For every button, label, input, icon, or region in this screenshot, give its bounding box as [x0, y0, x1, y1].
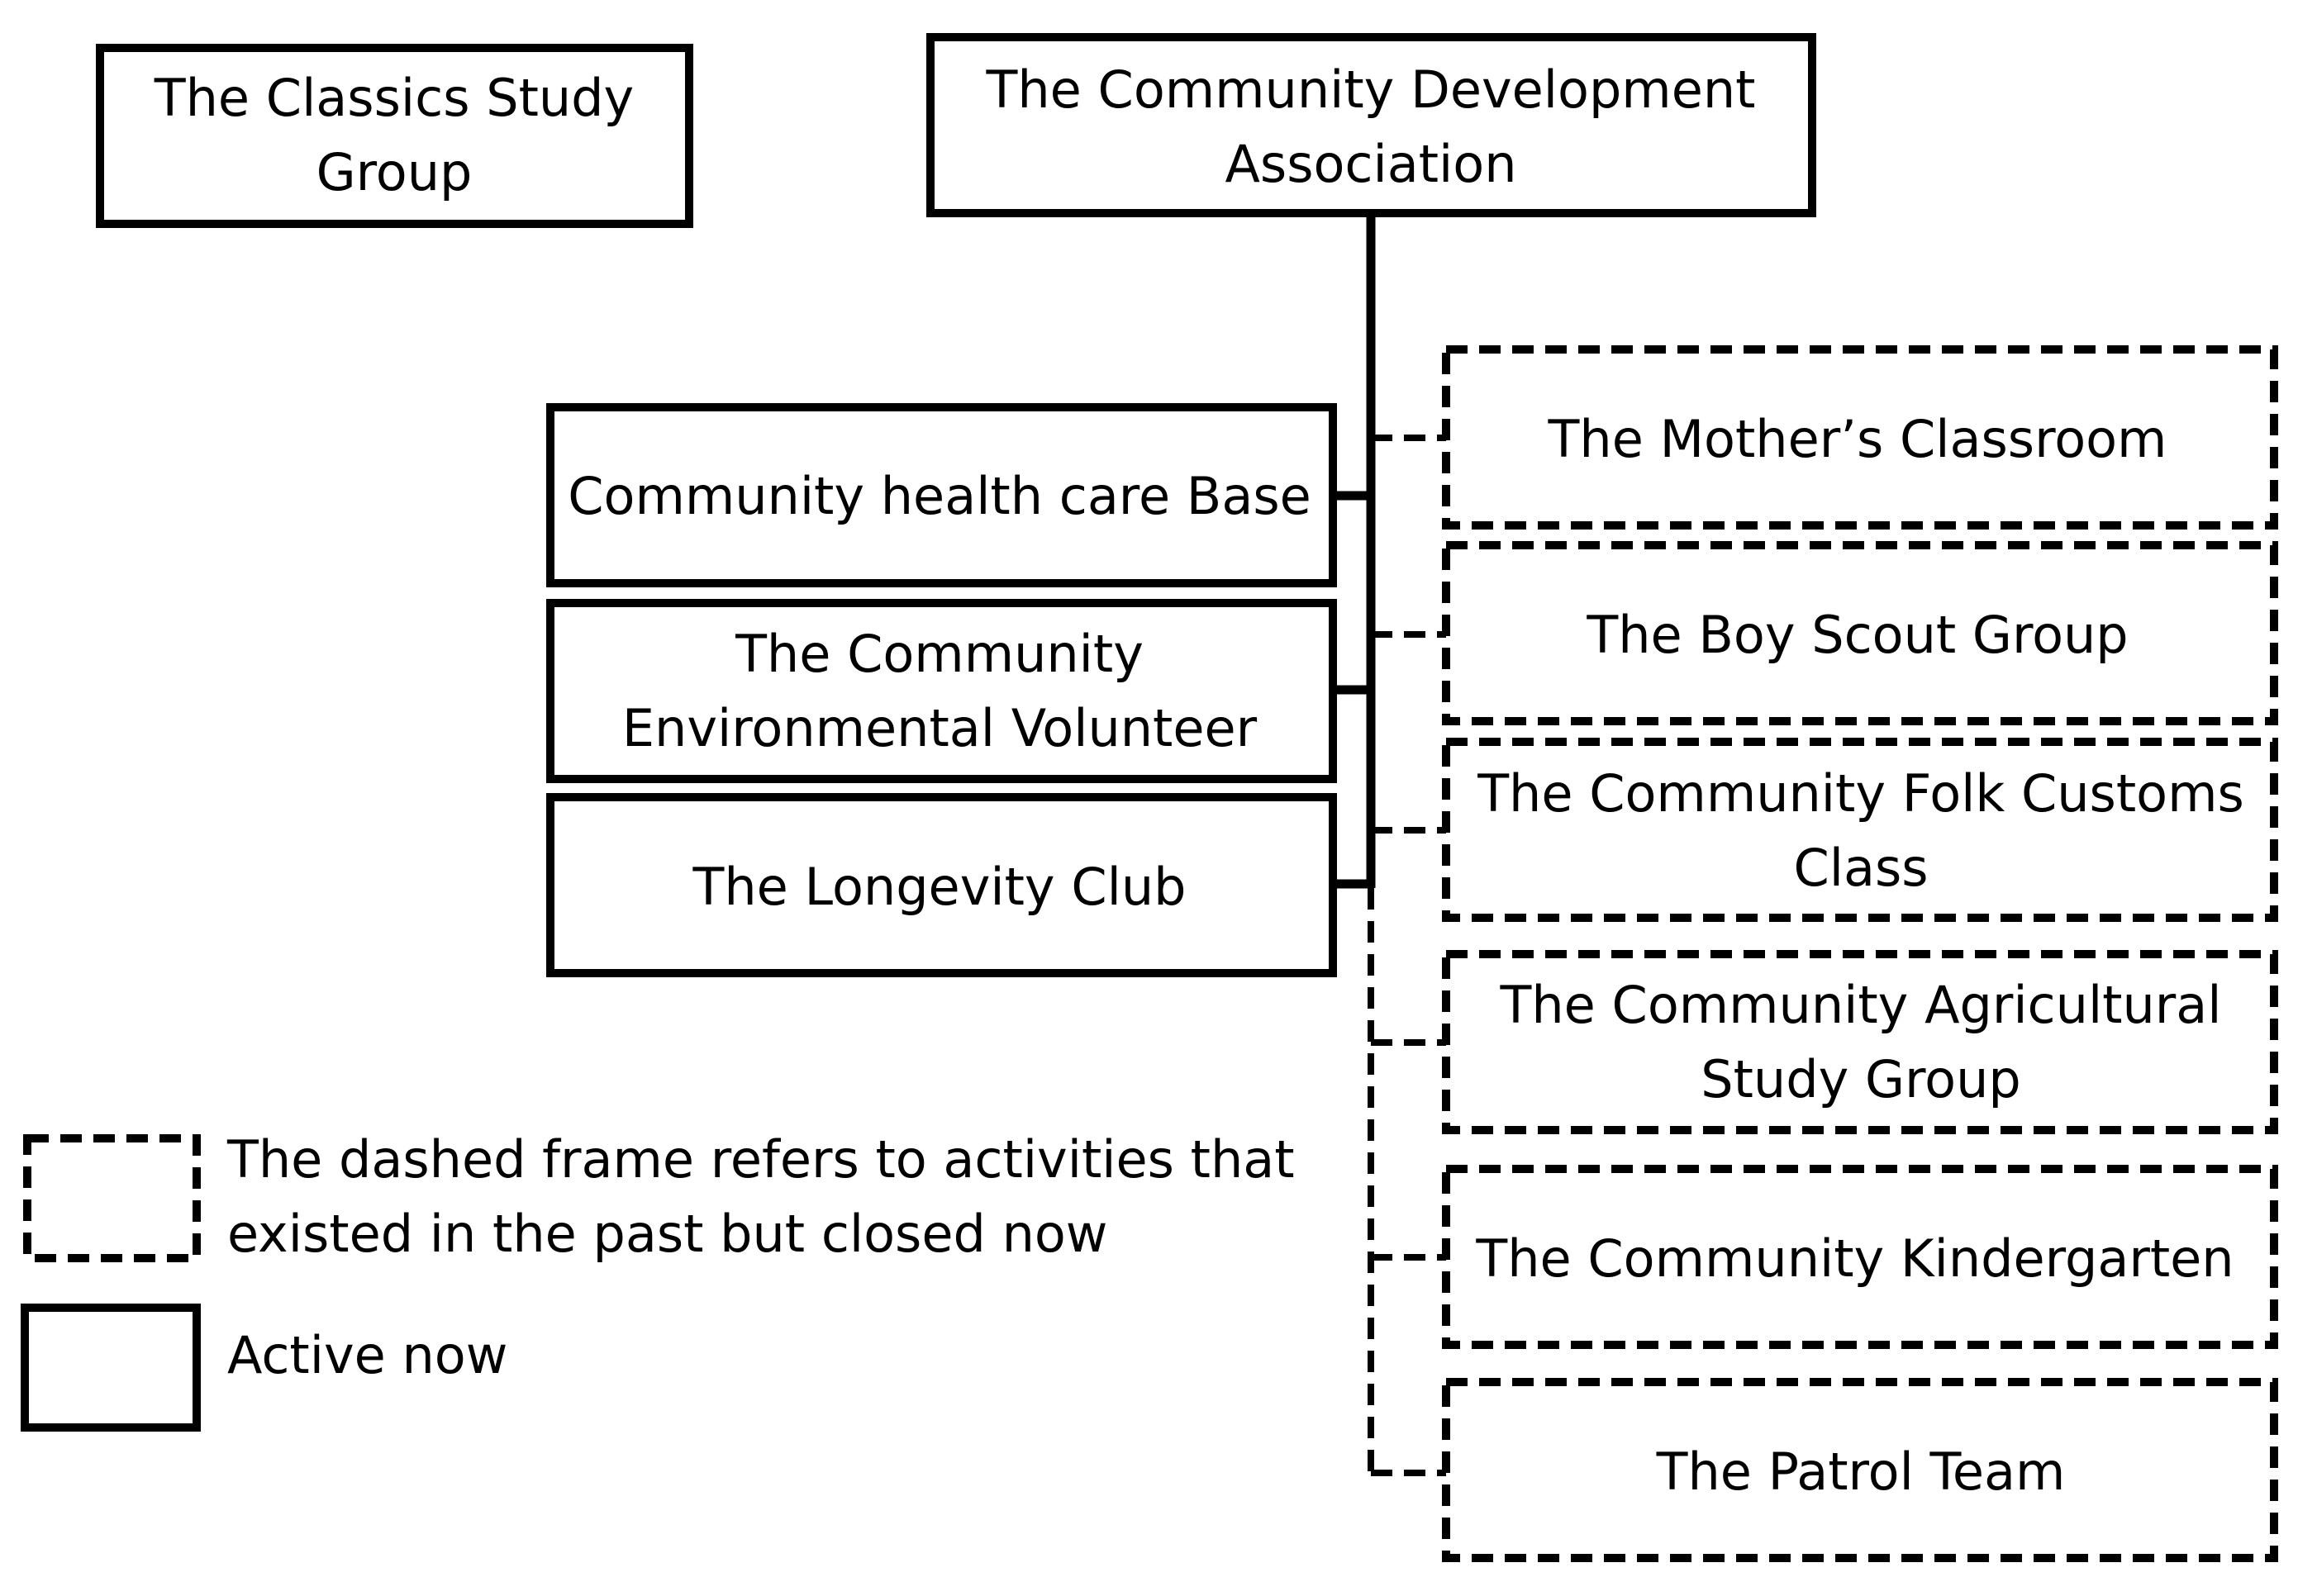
box-label-line: Study Group [1701, 1049, 2020, 1109]
box-boy-scout-group: The Boy Scout Group [1442, 541, 2278, 725]
box-label-line: The Community Agricultural [1500, 975, 2222, 1035]
box-community-folk-customs-class: The Community Folk Customs Class [1442, 738, 2278, 922]
legend-label-line: The dashed frame refers to activities th… [226, 1129, 1295, 1190]
box-community-environmental-volunteer: The Community Environmental Volunteer [546, 599, 1337, 783]
box-community-agricultural-study-group: The Community Agricultural Study Group [1442, 950, 2278, 1134]
box-community-health-care-base: Community health care Base [546, 403, 1337, 587]
box-label-line: The Boy Scout Group [1586, 605, 2128, 665]
box-community-development-association: The Community Development Association [926, 33, 1816, 217]
box-label-line: Group [316, 142, 473, 202]
legend-item-solid: Active now [21, 1304, 507, 1432]
box-label-line: The Community Folk Customs [1477, 763, 2244, 824]
legend-item-dashed: The dashed frame refers to activities th… [23, 1129, 1295, 1264]
box-label-line: Class [1793, 838, 1928, 898]
legend-label-line: existed in the past but closed now [227, 1204, 1108, 1264]
box-label-line: The Mother’s Classroom [1548, 409, 2167, 469]
box-label-line: Community health care Base [568, 466, 1311, 526]
legend-swatch-dashed [23, 1134, 201, 1262]
box-label-line: The Longevity Club [692, 857, 1187, 917]
box-label-line: The Classics Study [154, 68, 634, 128]
box-community-kindergarten: The Community Kindergarten [1442, 1165, 2278, 1349]
box-label-line: Environmental Volunteer [622, 698, 1258, 758]
connectors [1333, 215, 1446, 1476]
box-label-line: The Community Development [986, 59, 1756, 120]
box-label-line: The Community Kindergarten [1475, 1228, 2234, 1289]
box-longevity-club: The Longevity Club [546, 793, 1337, 977]
box-mothers-classroom: The Mother’s Classroom [1442, 345, 2278, 530]
legend: The dashed frame refers to activities th… [21, 1129, 1295, 1432]
box-classics-study-group: The Classics Study Group [96, 44, 693, 228]
legend-label-line: Active now [227, 1325, 507, 1385]
box-label-line: The Patrol Team [1656, 1442, 2066, 1502]
box-label-line: The Community [735, 624, 1144, 684]
box-patrol-team: The Patrol Team [1442, 1378, 2278, 1562]
legend-swatch-solid [21, 1304, 201, 1432]
box-label-line: Association [1225, 134, 1516, 194]
